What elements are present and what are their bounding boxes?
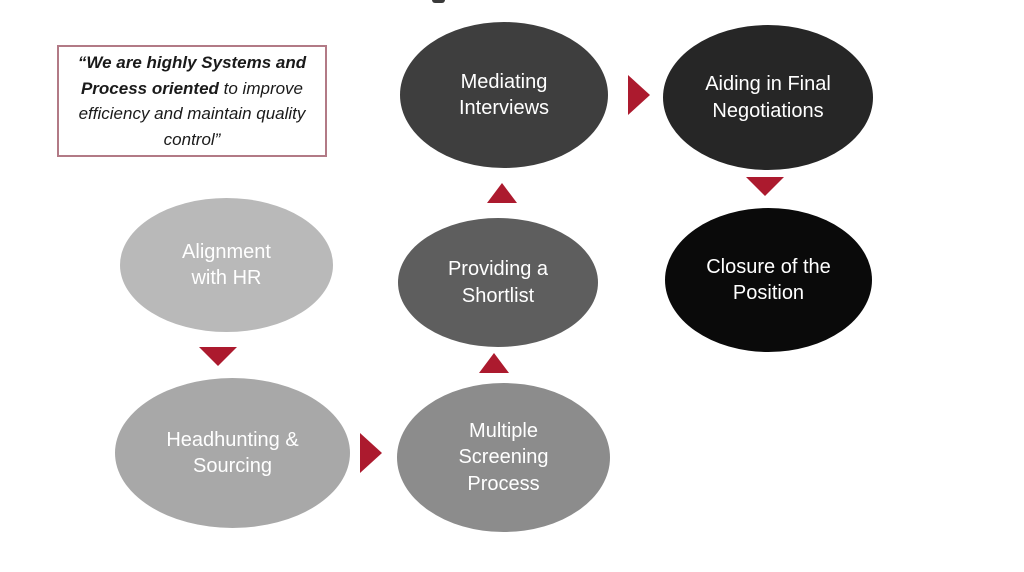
node-label: Providing a Shortlist [447, 258, 549, 307]
arrow-up-icon [487, 183, 517, 203]
arrow-down-icon [746, 177, 784, 196]
node-headhunting-sourcing: Headhunting & Sourcing [115, 378, 350, 528]
quote-text-bold: “We are highly Systems and Process orien… [77, 53, 307, 98]
quote-text-regular: to improve efficiency and maintain quali… [78, 78, 306, 149]
node-providing-a-shortlist: Providing a Shortlist [398, 218, 598, 347]
node-label: Mediating Interviews [458, 70, 550, 119]
cropped-text-artifact [432, 0, 445, 3]
node-label: Alignment with HR [182, 240, 271, 289]
node-closure-of-the-position: Closure of the Position [665, 208, 872, 352]
quote-text: “We are highly Systems and Process orien… [69, 50, 315, 152]
arrow-right-icon [360, 433, 382, 473]
node-label: Closure of the Position [706, 255, 831, 304]
node-alignment-with-hr: Alignment with HR [120, 198, 333, 332]
arrow-right-icon [628, 75, 650, 115]
node-aiding-in-final-negotiations: Aiding in Final Negotiations [663, 25, 873, 170]
arrow-down-icon [199, 347, 237, 366]
arrow-up-icon [479, 353, 509, 373]
node-label: Aiding in Final Negotiations [705, 73, 831, 122]
node-label: Headhunting & Sourcing [166, 428, 299, 477]
node-label: Multiple Screening Process [458, 419, 549, 495]
quote-box: “We are highly Systems and Process orien… [57, 45, 327, 157]
node-mediating-interviews: Mediating Interviews [400, 22, 608, 168]
node-multiple-screening-process: Multiple Screening Process [397, 383, 610, 532]
